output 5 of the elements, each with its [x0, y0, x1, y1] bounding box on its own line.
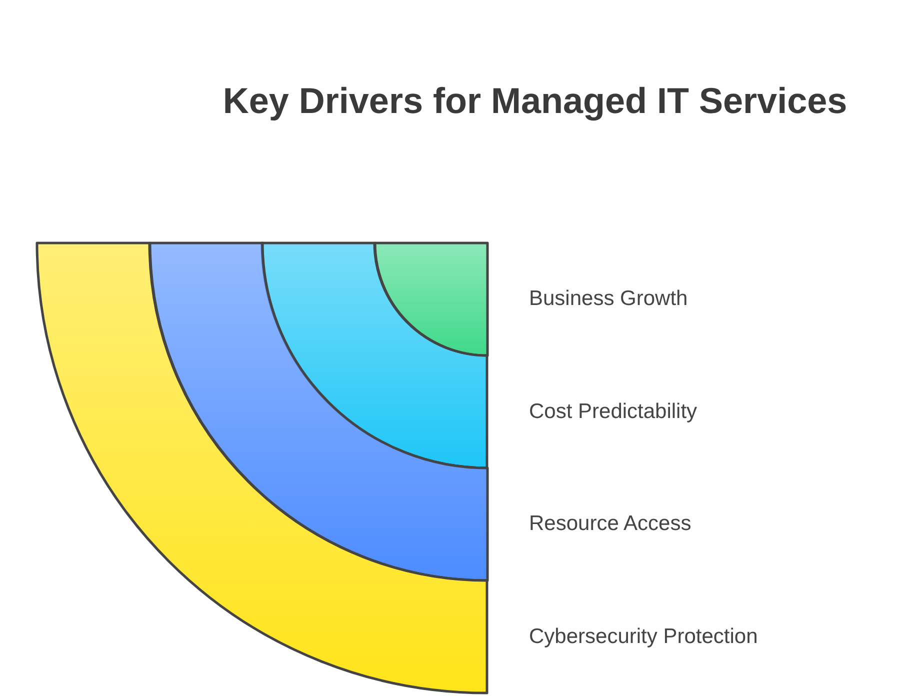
- diagram-title: Key Drivers for Managed IT Services: [222, 80, 848, 122]
- band-label: Cybersecurity Protection: [529, 624, 758, 650]
- band-label: Resource Access: [529, 511, 692, 538]
- band-label: Cost Predictability: [529, 398, 698, 425]
- band-label: Business Growth: [529, 286, 688, 312]
